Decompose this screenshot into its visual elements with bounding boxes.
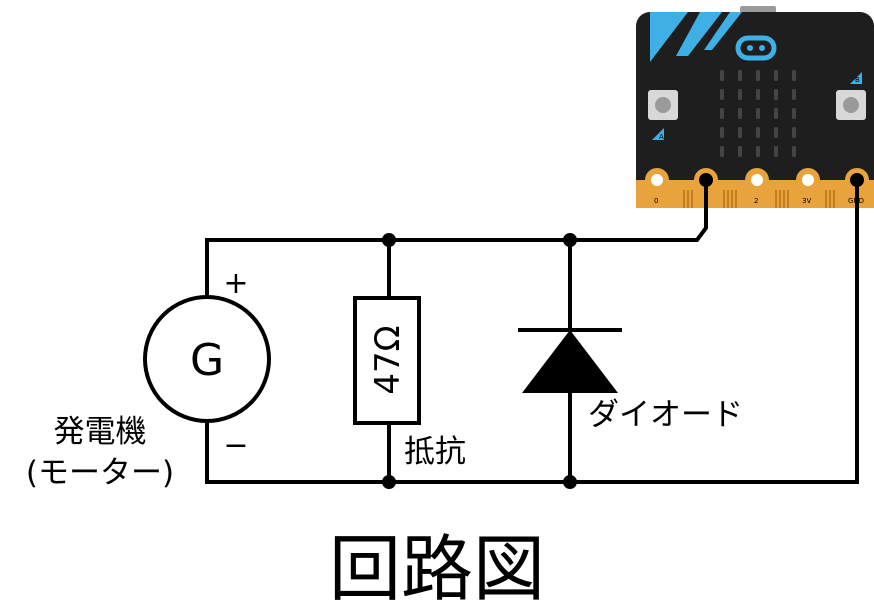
board-body bbox=[636, 12, 874, 208]
diagram-caption: 回路図 bbox=[329, 527, 545, 603]
pin-0: 0 bbox=[645, 168, 669, 205]
microbit-board: A B 0 2 3V bbox=[636, 6, 874, 208]
button-a-label: A bbox=[659, 133, 664, 141]
junction-dot bbox=[563, 475, 577, 489]
diode-triangle bbox=[522, 330, 618, 393]
resistor-value-label: 47Ω bbox=[368, 325, 408, 394]
resistor-symbol: 47Ω 抵抗 bbox=[353, 296, 466, 470]
diode-symbol: ダイオード bbox=[518, 328, 743, 433]
led bbox=[720, 70, 724, 81]
generator-symbol-label: G bbox=[190, 335, 224, 386]
top-rail-wire bbox=[205, 178, 708, 299]
led bbox=[792, 127, 796, 138]
generator-circle bbox=[143, 295, 271, 423]
led bbox=[756, 89, 760, 100]
led bbox=[756, 127, 760, 138]
junction-dot bbox=[563, 233, 577, 247]
resistor-name-label: 抵抗 bbox=[404, 434, 466, 470]
led bbox=[738, 108, 742, 119]
junction-dot bbox=[382, 475, 396, 489]
pin-2: 2 bbox=[745, 168, 769, 205]
circuit-wires bbox=[205, 178, 859, 484]
led-matrix bbox=[720, 70, 796, 157]
led bbox=[738, 89, 742, 100]
led bbox=[720, 108, 724, 119]
led bbox=[792, 146, 796, 157]
led bbox=[774, 108, 778, 119]
led bbox=[720, 89, 724, 100]
pin-2-label: 2 bbox=[754, 197, 758, 205]
resistor-body bbox=[353, 296, 421, 425]
led bbox=[756, 108, 760, 119]
edge-connector-fingers bbox=[683, 190, 835, 208]
generator-plus-label: + bbox=[223, 266, 248, 301]
diode-name-label: ダイオード bbox=[588, 397, 743, 433]
generator-name-label: 発電機 bbox=[54, 414, 147, 450]
led bbox=[792, 89, 796, 100]
pin-3v: 3V bbox=[796, 168, 820, 205]
led bbox=[774, 127, 778, 138]
led bbox=[738, 70, 742, 81]
led bbox=[774, 89, 778, 100]
pin-3v-label: 3V bbox=[802, 197, 811, 205]
led bbox=[792, 108, 796, 119]
led bbox=[738, 146, 742, 157]
pin-0-label: 0 bbox=[654, 197, 658, 205]
generator-note-label: (モーター) bbox=[26, 455, 174, 491]
junction-dots bbox=[382, 233, 577, 489]
led bbox=[756, 70, 760, 81]
led bbox=[756, 146, 760, 157]
led bbox=[720, 146, 724, 157]
generator-minus-label: − bbox=[223, 428, 248, 463]
accent-stripe-mid bbox=[676, 12, 722, 56]
accent-stripe-right bbox=[704, 12, 742, 50]
button-b-label: B bbox=[855, 76, 860, 84]
junction-dot bbox=[382, 233, 396, 247]
accent-stripe-left bbox=[650, 12, 688, 62]
button-b-marker bbox=[850, 72, 862, 84]
led bbox=[774, 70, 778, 81]
led bbox=[720, 127, 724, 138]
logo-icon bbox=[735, 35, 777, 61]
button-a-marker bbox=[652, 128, 664, 140]
led bbox=[738, 127, 742, 138]
led bbox=[792, 70, 796, 81]
generator-symbol: G + − 発電機 (モーター) bbox=[26, 266, 271, 491]
led bbox=[774, 146, 778, 157]
bottom-rail-wire bbox=[205, 178, 859, 484]
